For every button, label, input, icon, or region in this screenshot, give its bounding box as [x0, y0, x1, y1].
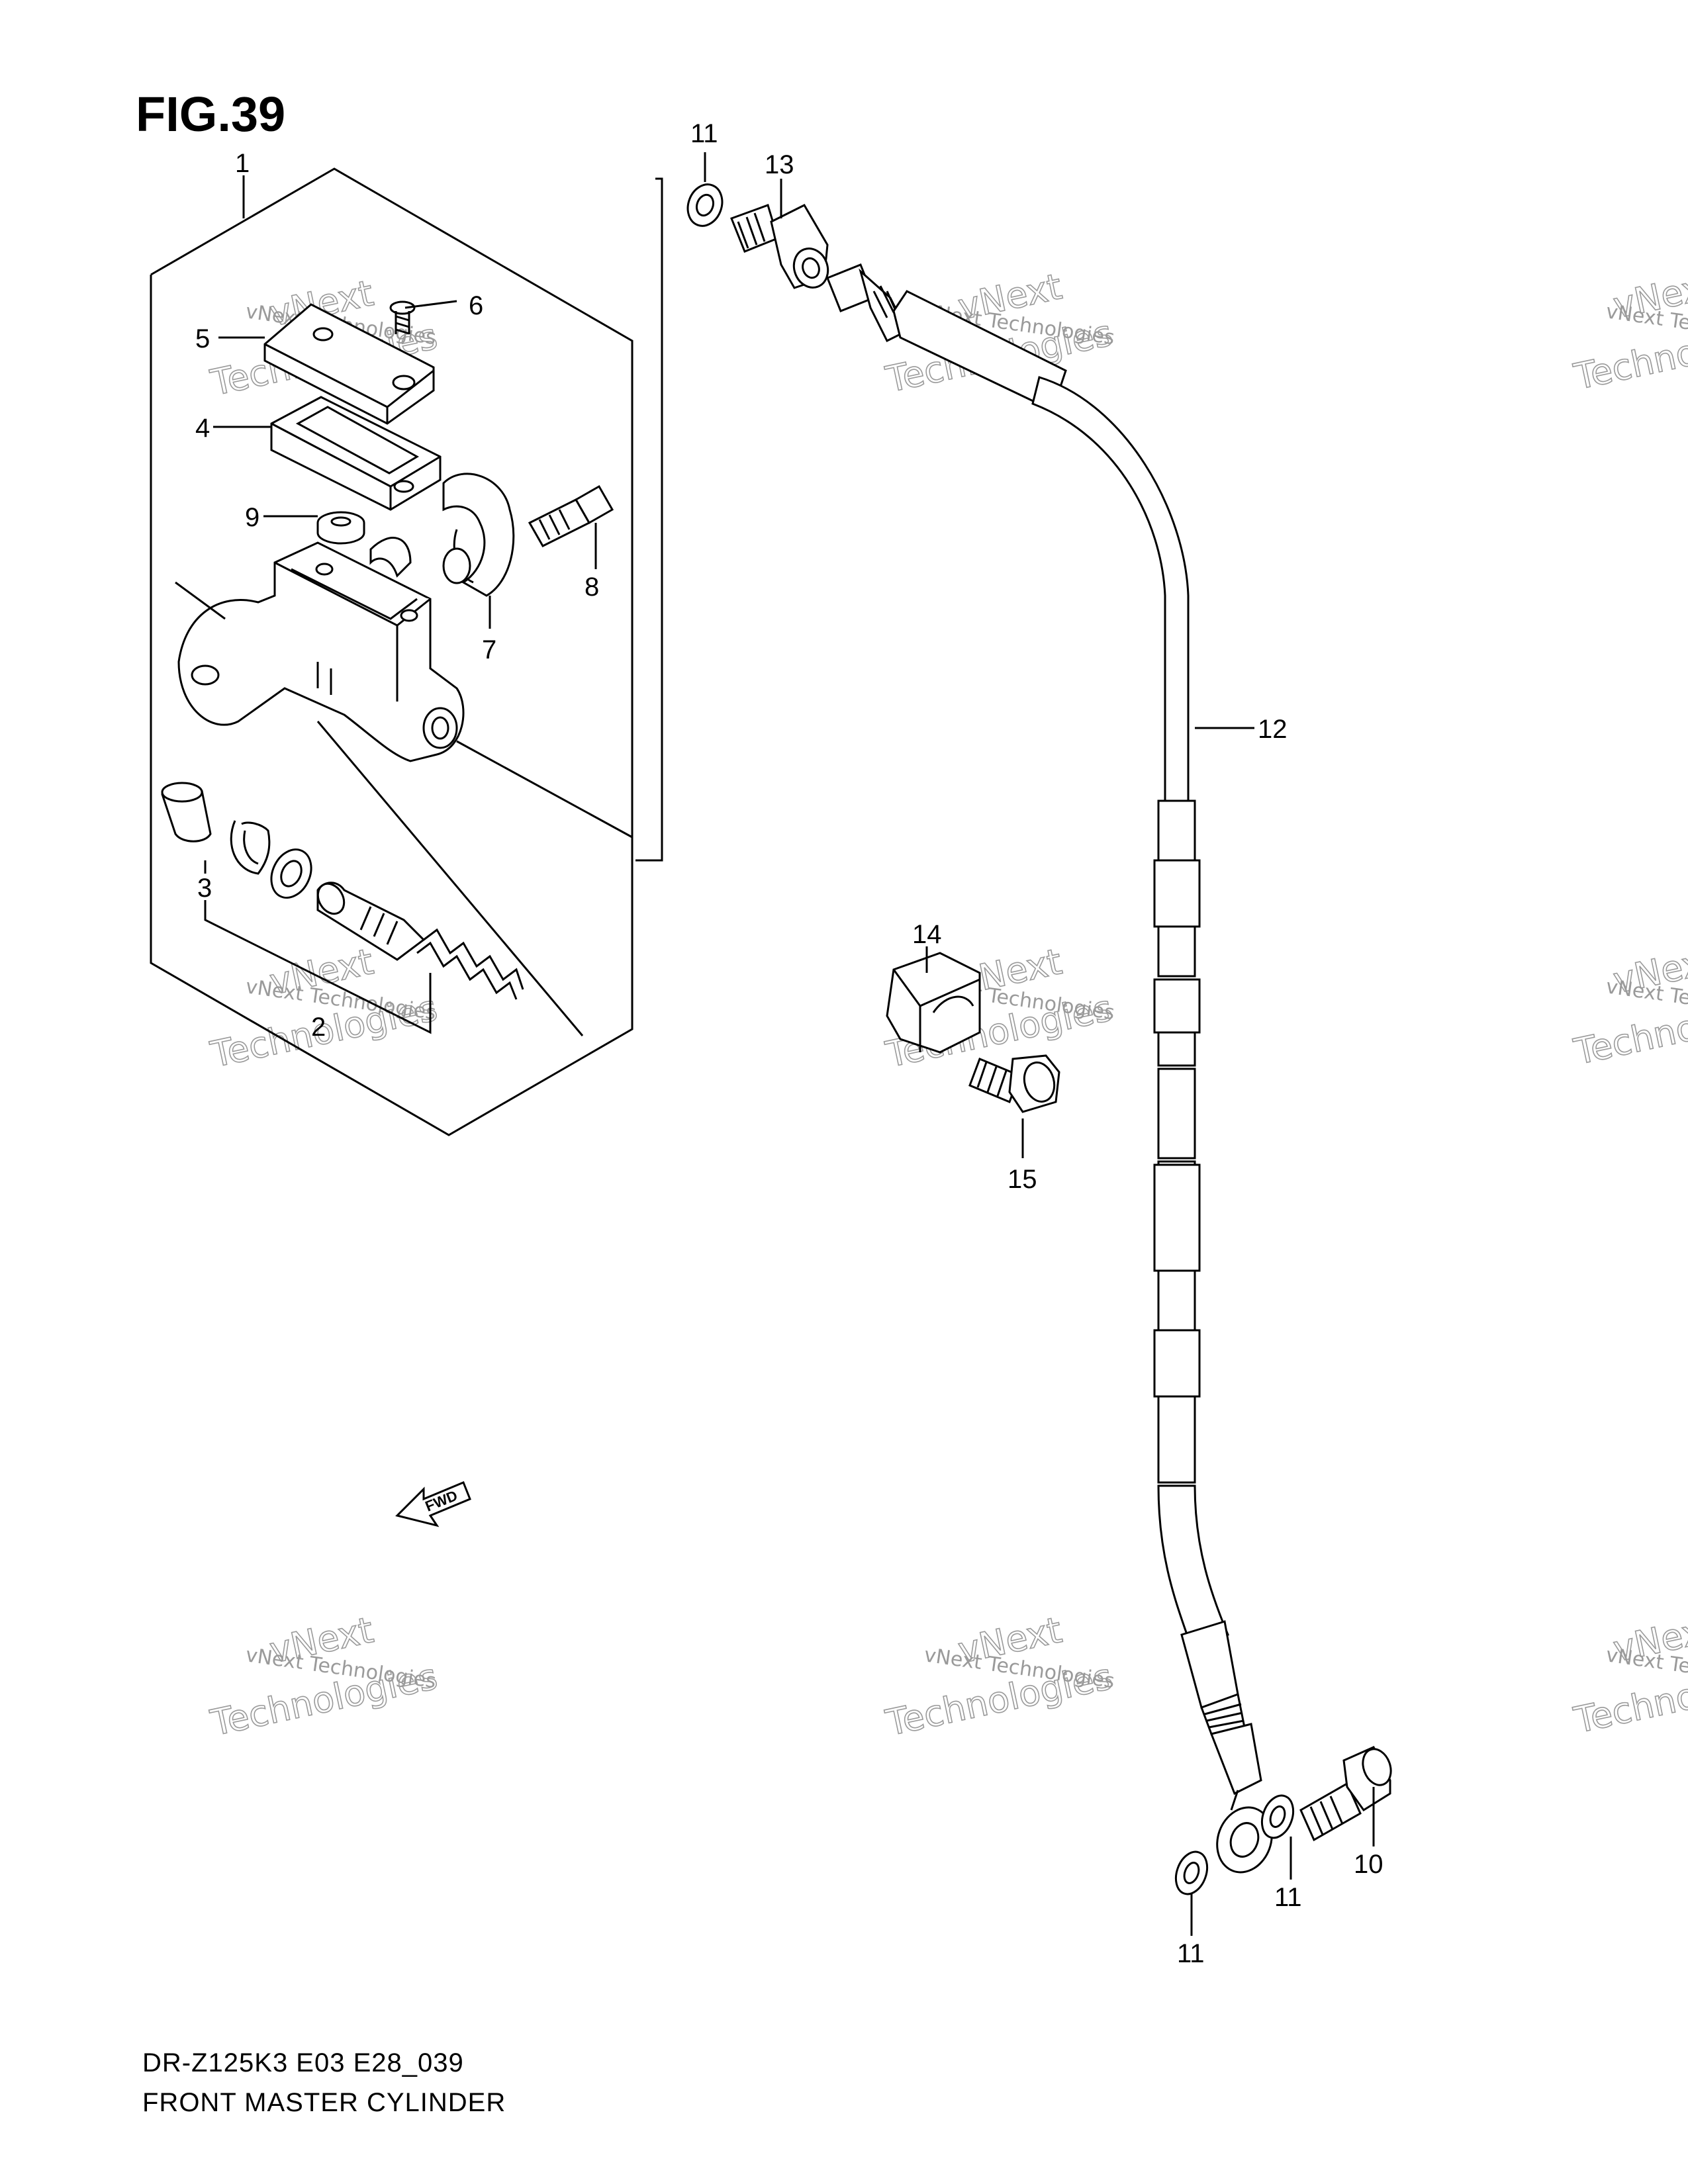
banjo-fitting: [1209, 1723, 1273, 1874]
spring: [416, 928, 524, 1000]
callout-11-bottom: 11: [1177, 1939, 1205, 1968]
boot: [161, 782, 212, 842]
kit-bracket: [204, 900, 432, 1034]
callout-3: 3: [197, 874, 212, 903]
handlebar-clamp: [442, 473, 515, 597]
leader-lines: [204, 152, 1375, 1936]
watermark-9: vNext Technologies vNext Technologies: [1570, 1607, 1688, 1742]
union-bolt: [1299, 1746, 1392, 1842]
diaphragm-plate: [270, 396, 442, 511]
callout-7: 7: [482, 635, 496, 664]
hose-guide: [886, 952, 981, 1054]
callout-1: 1: [235, 149, 250, 178]
callout-5: 5: [195, 324, 210, 353]
callout-14: 14: [912, 920, 942, 949]
callout-12: 12: [1258, 715, 1288, 744]
clamp-bolt: [528, 484, 614, 547]
circlip: [230, 820, 271, 875]
watermark-6: vNext Technologies vNext Technologies: [1570, 938, 1688, 1073]
figure-name: FRONT MASTER CYLINDER: [142, 2088, 506, 2117]
figure-code: DR-Z125K3 E03 E28_039: [142, 2048, 464, 2077]
callout-2: 2: [311, 1013, 326, 1042]
callout-11-top: 11: [690, 119, 718, 148]
banjo-washers: [1174, 1794, 1295, 1895]
guide-bolt: [968, 1054, 1060, 1113]
callout-13: 13: [765, 150, 794, 179]
hose-fitting-top: [686, 183, 1067, 412]
reservoir-cap: [263, 303, 435, 425]
grommet: [316, 511, 365, 545]
figure-title: FIG.39: [136, 87, 286, 142]
callout-6: 6: [469, 291, 483, 320]
piston: [316, 882, 426, 961]
brake-hose: [1031, 376, 1246, 1735]
master-cylinder-body: [175, 537, 633, 1036]
forward-arrow-icon: FWD: [395, 1481, 471, 1527]
callout-11-mid: 11: [1274, 1883, 1302, 1912]
callout-9: 9: [245, 503, 259, 532]
cap-screw: [389, 300, 416, 335]
watermark-4: vNext Technologies vNext Technologies: [207, 940, 442, 1076]
callout-4: 4: [195, 414, 210, 443]
assembly-frame: [150, 167, 663, 1136]
callout-15: 15: [1008, 1165, 1037, 1194]
watermark-7: vNext Technologies vNext Technologies: [207, 1608, 442, 1745]
watermark-8: vNext Technologies vNext Technologies: [882, 1608, 1117, 1745]
callout-8: 8: [585, 572, 599, 602]
washer-seal: [270, 848, 312, 899]
watermark-3: vNext Technologies vNext Technologies: [1570, 263, 1688, 398]
callout-10: 10: [1354, 1850, 1383, 1879]
